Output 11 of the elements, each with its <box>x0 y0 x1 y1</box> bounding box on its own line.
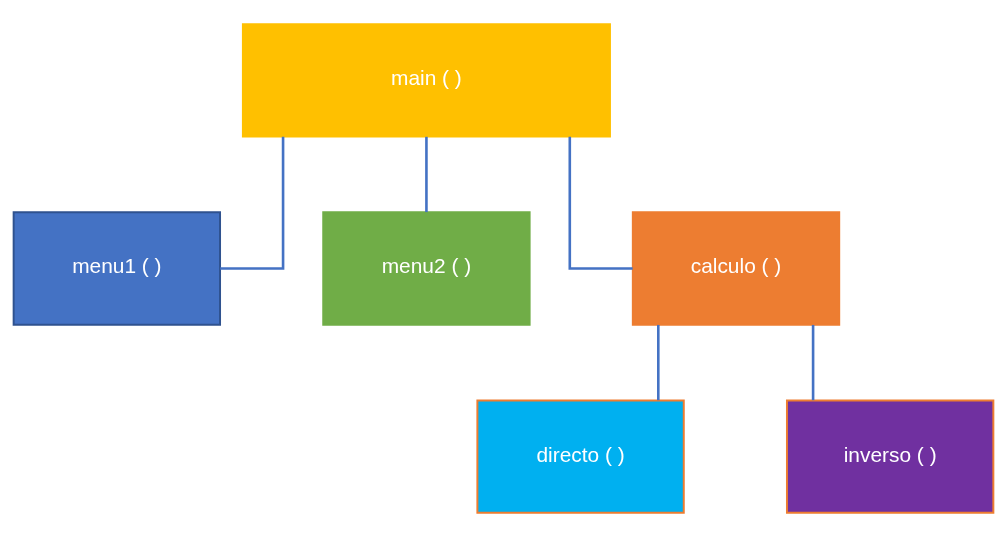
connector <box>657 324 660 400</box>
node-box: main ( ) <box>241 22 611 138</box>
node-box: menu1 ( ) <box>12 210 221 326</box>
node-box: directo ( ) <box>476 398 685 514</box>
node-box: calculo ( ) <box>631 210 841 326</box>
node-box: menu2 ( ) <box>322 210 531 326</box>
connector <box>568 136 633 270</box>
connector <box>811 324 815 400</box>
connector <box>425 136 428 212</box>
connector <box>220 136 285 270</box>
node-box: inverso ( ) <box>786 398 995 514</box>
